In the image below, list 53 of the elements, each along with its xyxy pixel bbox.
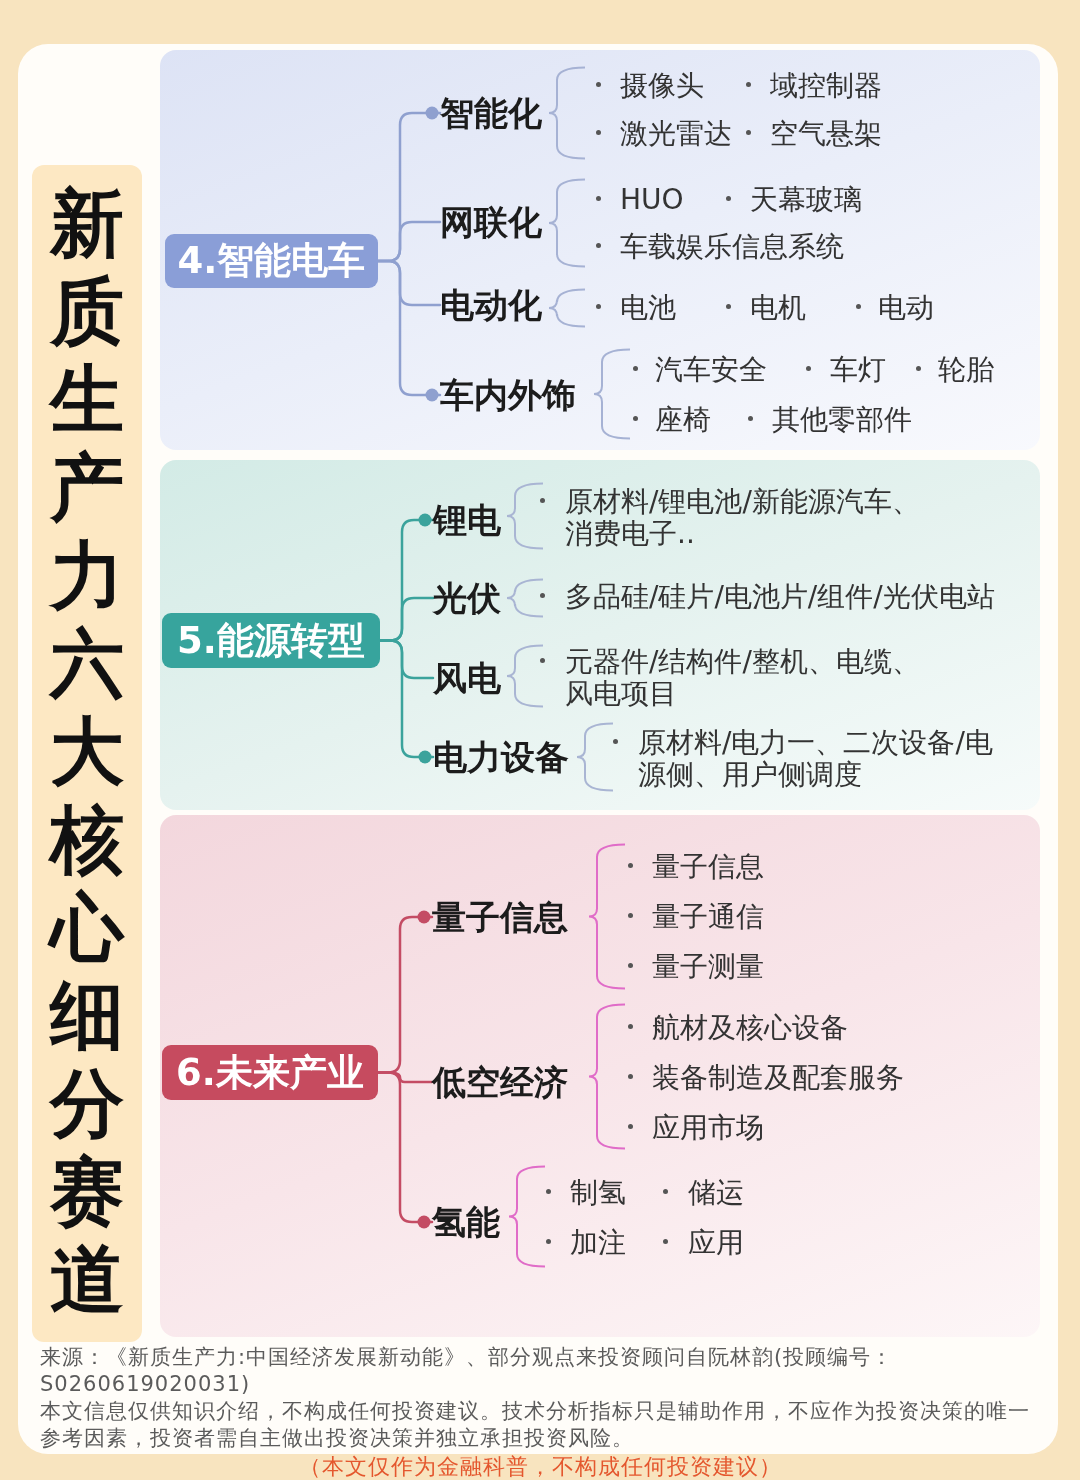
topic-label: 低空经济 xyxy=(432,1062,568,1102)
connector xyxy=(376,259,442,402)
list-item: 摄像头 xyxy=(620,70,704,102)
list-item: 量子测量 xyxy=(652,951,764,983)
list-item: 加注 xyxy=(570,1227,626,1259)
list-item: 量子信息 xyxy=(652,851,764,883)
list-item: 航材及核心设备 xyxy=(652,1012,848,1044)
title-banner: 新质生产力六大核心细分赛道 xyxy=(32,165,142,1342)
list-item: 储运 xyxy=(688,1177,744,1209)
list-item: 座椅 xyxy=(655,404,711,436)
list-item: 车灯 xyxy=(830,354,886,386)
list-item: 量子通信 xyxy=(652,901,764,933)
list-item: 装备制造及配套服务 xyxy=(652,1062,904,1094)
list-item: 原材料/电力一、二次设备/电源侧、用户侧调度 xyxy=(638,727,994,791)
list-item: 空气悬架 xyxy=(770,118,882,150)
topic-label: 风电 xyxy=(433,658,501,698)
list-item: 激光雷达 xyxy=(620,118,732,150)
list-item: 应用市场 xyxy=(652,1112,764,1144)
connector xyxy=(376,1071,434,1229)
category-box: 6.未来产业 xyxy=(162,1045,378,1100)
list-item: 电动 xyxy=(878,292,934,324)
section-panel xyxy=(160,815,1040,1337)
topic-label: 网联化 xyxy=(440,202,542,242)
section-panel xyxy=(160,460,1040,810)
topic-label: 量子信息 xyxy=(432,897,568,937)
list-item: 其他零部件 xyxy=(772,404,912,436)
topic-label: 锂电 xyxy=(433,500,501,540)
list-item: 应用 xyxy=(688,1227,744,1259)
disclaimer-text: 本文信息仅供知识介绍，不构成任何投资建议。技术分析指标只是辅助作用，不应作为投资决策的唯一参考因素，投资者需自主做出投资决策并独立承担投资风险。 xyxy=(40,1398,1031,1452)
list-item: 天幕玻璃 xyxy=(750,184,862,216)
section-panel xyxy=(160,50,1040,450)
list-item: 电池 xyxy=(620,292,676,324)
topic-label: 光伏 xyxy=(433,578,501,618)
list-item: 制氢 xyxy=(570,1177,626,1209)
list-item: 域控制器 xyxy=(770,70,882,102)
list-item: 轮胎 xyxy=(938,354,994,386)
list-item: 电机 xyxy=(750,292,806,324)
notice-text: （本文仅作为金融科普，不构成任何投资建议） xyxy=(298,1454,782,1480)
list-item: 元器件/结构件/整机、电缆、风电项目 xyxy=(565,646,921,710)
list-item: 汽车安全 xyxy=(655,354,767,386)
source-note: 来源：《新质生产力:中国经济发展新动能》、部分观点来投资顾问自阮林韵(投顾编号：S0260619020031) xyxy=(40,1344,895,1398)
topic-label: 智能化 xyxy=(440,93,542,133)
topic-label: 电力设备 xyxy=(433,737,569,777)
list-item: 原材料/锂电池/新能源汽车、消费电子.. xyxy=(565,486,921,550)
connector xyxy=(378,639,435,764)
topic-label: 车内外饰 xyxy=(440,375,576,415)
list-item: 车载娱乐信息系统 xyxy=(620,231,844,263)
topic-label: 电动化 xyxy=(440,285,542,325)
list-item: 多品硅/硅片/电池片/组件/光伏电站 xyxy=(565,581,995,613)
list-item: HUO xyxy=(620,184,684,216)
category-box: 4.智能电车 xyxy=(165,234,378,288)
category-box: 5.能源转型 xyxy=(162,613,380,668)
topic-label: 氢能 xyxy=(432,1202,500,1242)
